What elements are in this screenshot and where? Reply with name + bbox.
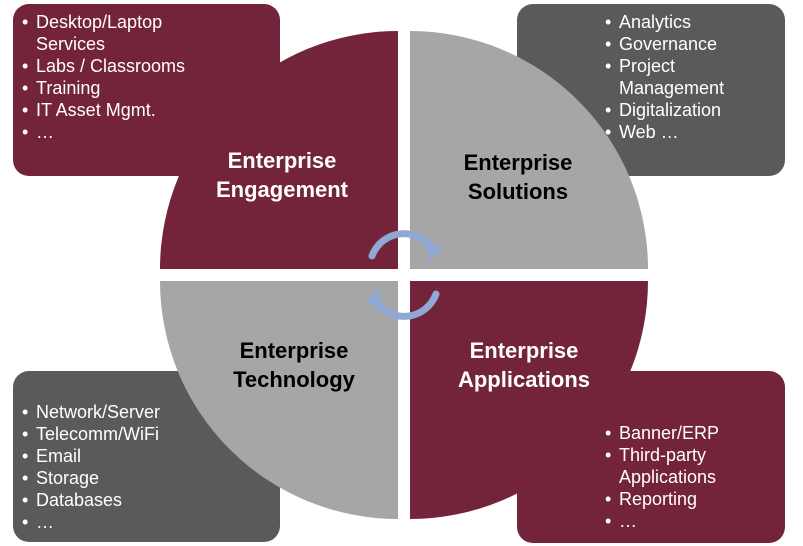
applications-quadrant — [410, 281, 648, 519]
list-item: Network/Server — [16, 401, 280, 423]
list-item: Labs / Classrooms — [16, 55, 280, 77]
list-item: … — [16, 121, 280, 143]
list-item: … — [599, 510, 785, 532]
list-item: Banner/ERP — [599, 422, 785, 444]
list-item: Reporting — [599, 488, 785, 510]
list-item: Web … — [599, 121, 785, 143]
list-item: … — [16, 511, 280, 533]
engagement-details-box: Desktop/Laptop Services Labs / Classroom… — [13, 4, 280, 176]
list-item: Training — [16, 77, 280, 99]
list-item: Email — [16, 445, 280, 467]
applications-title: Enterprise Applications — [440, 336, 608, 394]
technology-title: Enterprise Technology — [212, 336, 376, 394]
list-item: Project Management — [599, 55, 749, 99]
list-item: Databases — [16, 489, 280, 511]
title-line: Enterprise — [227, 148, 337, 173]
engagement-quadrant — [160, 31, 398, 269]
solutions-quadrant — [410, 31, 648, 269]
list-item: IT Asset Mgmt. — [16, 99, 280, 121]
list-item: Governance — [599, 33, 785, 55]
title-line: Enterprise — [463, 150, 573, 175]
technology-quadrant — [160, 281, 398, 519]
title-line: Engagement — [215, 177, 349, 202]
list-item: Analytics — [599, 11, 785, 33]
title-line: Enterprise — [239, 338, 349, 363]
engagement-title: Enterprise Engagement — [200, 146, 364, 204]
title-line: Enterprise — [469, 338, 579, 363]
list-item: Digitalization — [599, 99, 785, 121]
list-item: Storage — [16, 467, 280, 489]
technology-details-box: Network/Server Telecomm/WiFi Email Stora… — [13, 371, 280, 542]
title-line: Applications — [457, 367, 590, 392]
list-item: Third-party Applications — [599, 444, 739, 488]
list-item: Telecomm/WiFi — [16, 423, 280, 445]
cycle-arrows-icon — [364, 230, 444, 320]
title-line: Solutions — [467, 179, 569, 204]
title-line: Technology — [233, 367, 355, 392]
list-item: Desktop/Laptop Services — [16, 11, 186, 55]
solutions-title: Enterprise Solutions — [436, 148, 600, 206]
